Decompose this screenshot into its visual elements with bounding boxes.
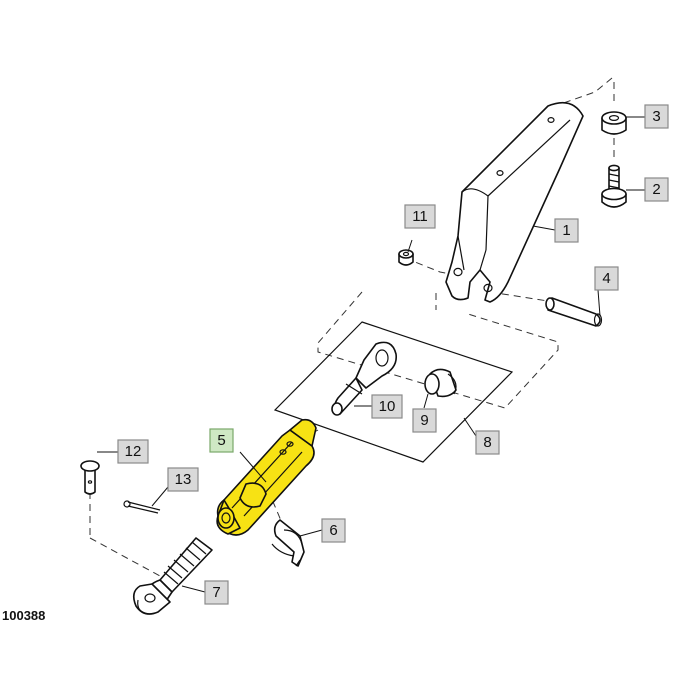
callout-7[interactable]: 7 [204, 580, 229, 605]
callout-10-label: 10 [379, 398, 396, 415]
callout-9[interactable]: 9 [412, 408, 437, 433]
nut-part [601, 111, 627, 135]
callout-9-label: 9 [420, 412, 428, 429]
callout-5-label: 5 [217, 432, 225, 449]
callout-3-label: 3 [652, 108, 660, 125]
callout-7-label: 7 [212, 584, 220, 601]
callout-12-label: 12 [125, 443, 142, 460]
callout-4-label: 4 [602, 270, 610, 287]
ball-bushing-part [424, 368, 457, 398]
yoke-rod-part [216, 418, 317, 536]
ball-joint-kit-outline [273, 321, 514, 463]
pin-part [545, 297, 603, 327]
rod-end-part [132, 537, 213, 615]
callout-11-label: 11 [412, 208, 428, 225]
callout-11[interactable]: 11 [404, 204, 436, 229]
callout-10[interactable]: 10 [371, 394, 403, 419]
callout-1[interactable]: 1 [554, 218, 579, 243]
callout-4[interactable]: 4 [594, 266, 619, 291]
cotter-pin-part [123, 500, 161, 514]
callout-2[interactable]: 2 [644, 177, 669, 202]
callout-8-label: 8 [483, 434, 491, 451]
callout-13[interactable]: 13 [167, 467, 199, 492]
clevis-pin-part [80, 460, 100, 495]
callout-1-label: 1 [562, 222, 570, 239]
flange-bolt-part [601, 164, 627, 208]
callout-8[interactable]: 8 [475, 430, 500, 455]
callout-2-label: 2 [652, 181, 660, 198]
lift-arm-bracket [445, 101, 584, 303]
callout-12[interactable]: 12 [117, 439, 149, 464]
callout-5[interactable]: 5 [209, 428, 234, 453]
callout-3[interactable]: 3 [644, 104, 669, 129]
diagram-reference-number: 100388 [2, 608, 45, 623]
callout-6[interactable]: 6 [321, 518, 346, 543]
leader-lines [97, 116, 645, 593]
small-nut-part [398, 249, 414, 266]
callout-13-label: 13 [175, 471, 192, 488]
ball-joint-rod-part [331, 341, 398, 416]
callout-6-label: 6 [329, 522, 337, 539]
clip-part [271, 519, 305, 567]
